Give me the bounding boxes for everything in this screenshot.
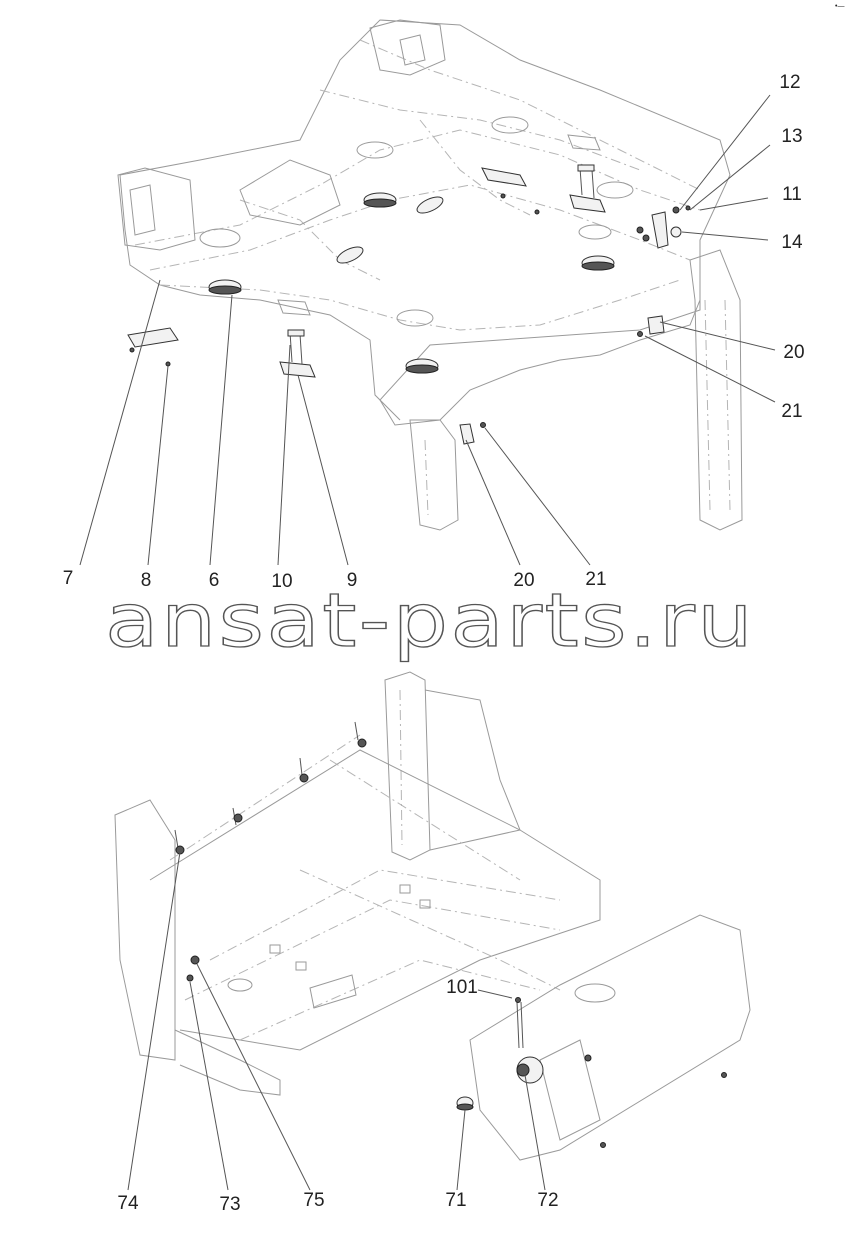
- callout-13: 13: [781, 126, 802, 147]
- callout-71: 71: [445, 1190, 466, 1211]
- grommet-part: [208, 192, 615, 374]
- callout-14: 14: [781, 232, 803, 253]
- watermark-text: ansat-parts.ru: [105, 578, 755, 664]
- upper-floor-assembly: [79, 19, 776, 566]
- callout-75: 75: [303, 1190, 324, 1211]
- bolt-part: [174, 721, 367, 855]
- corner-mark: •—: [835, 3, 844, 10]
- callout-8: 8: [141, 570, 152, 591]
- callout-10: 10: [271, 571, 292, 592]
- lower-floor-assembly: [114, 671, 751, 1191]
- callout-21-right: 21: [781, 401, 802, 422]
- grommet-lower-part: [456, 997, 727, 1148]
- callout-12: 12: [779, 72, 800, 93]
- callout-20-bottom: 20: [513, 570, 534, 591]
- callout-72: 72: [537, 1190, 558, 1211]
- callout-7: 7: [63, 568, 74, 589]
- callout-101: 101: [446, 977, 478, 998]
- bracket-part: [277, 134, 606, 378]
- callout-9: 9: [347, 570, 358, 591]
- callout-11: 11: [782, 184, 802, 205]
- callout-6: 6: [209, 570, 220, 591]
- clip-part: [459, 315, 665, 445]
- callout-74: 74: [117, 1193, 139, 1214]
- callout-73: 73: [219, 1194, 240, 1215]
- hinge-bracket-part: [636, 205, 691, 249]
- callout-20-right: 20: [783, 342, 804, 363]
- callout-21-bottom: 21: [585, 569, 606, 590]
- strip-plate-part: [127, 167, 540, 367]
